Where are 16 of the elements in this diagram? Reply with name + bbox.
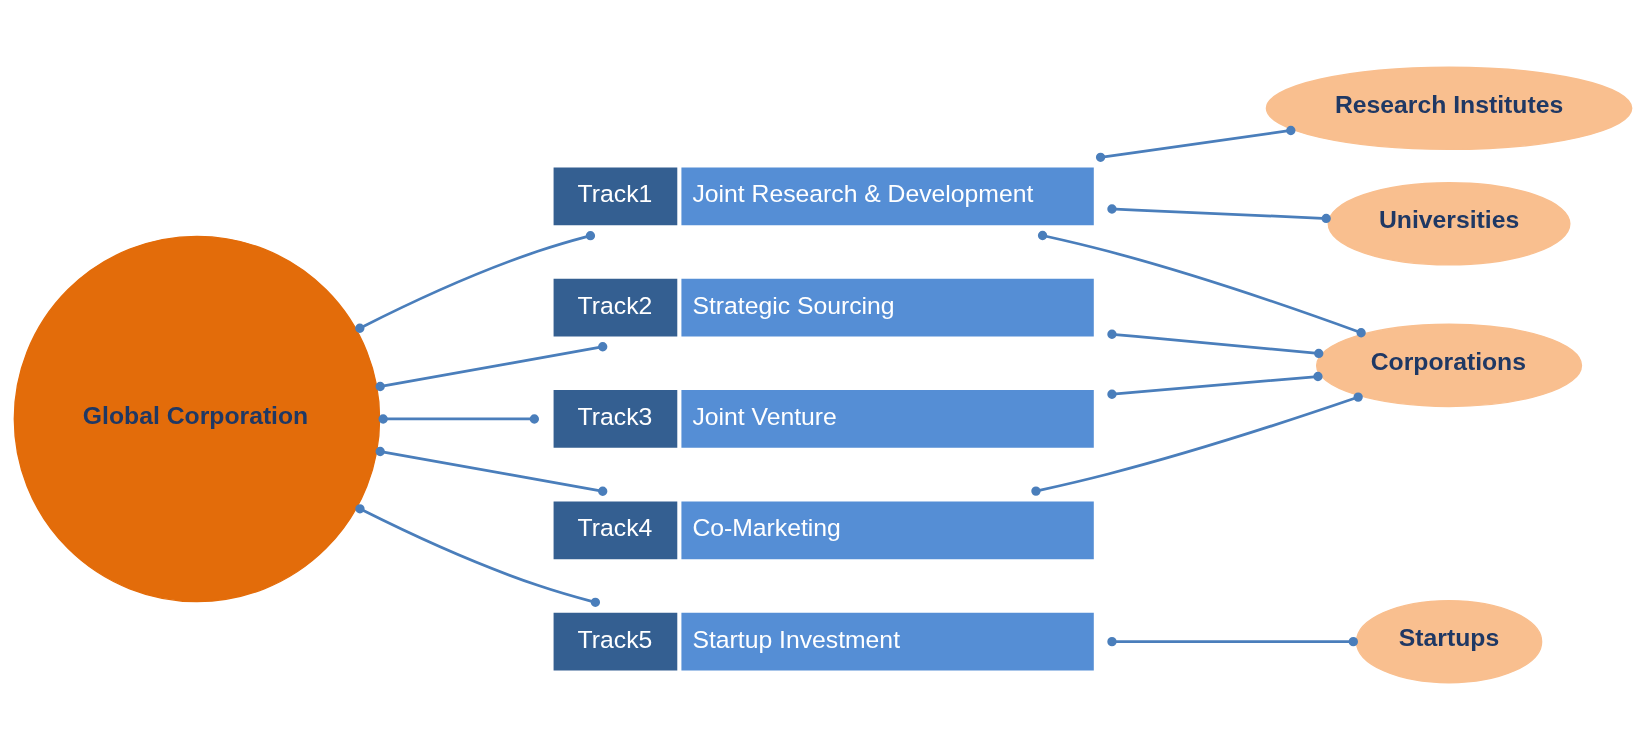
- node-ellipse: Startups: [1355, 599, 1543, 683]
- connector: [1107, 371, 1323, 399]
- connector: [378, 413, 539, 424]
- connector: [1107, 329, 1324, 358]
- node-circle: Global Corporation: [13, 235, 381, 602]
- connector: [1095, 125, 1296, 162]
- node-ellipse: Universities: [1327, 181, 1571, 266]
- connector: [1037, 230, 1366, 337]
- node-ellipse: Research Institutes: [1265, 66, 1633, 150]
- connector: [375, 341, 608, 391]
- connector: [355, 230, 596, 333]
- connector: [375, 446, 608, 496]
- connector: [1107, 636, 1358, 646]
- connector: [355, 503, 601, 607]
- connector: [1031, 391, 1363, 496]
- connector: [1107, 203, 1331, 223]
